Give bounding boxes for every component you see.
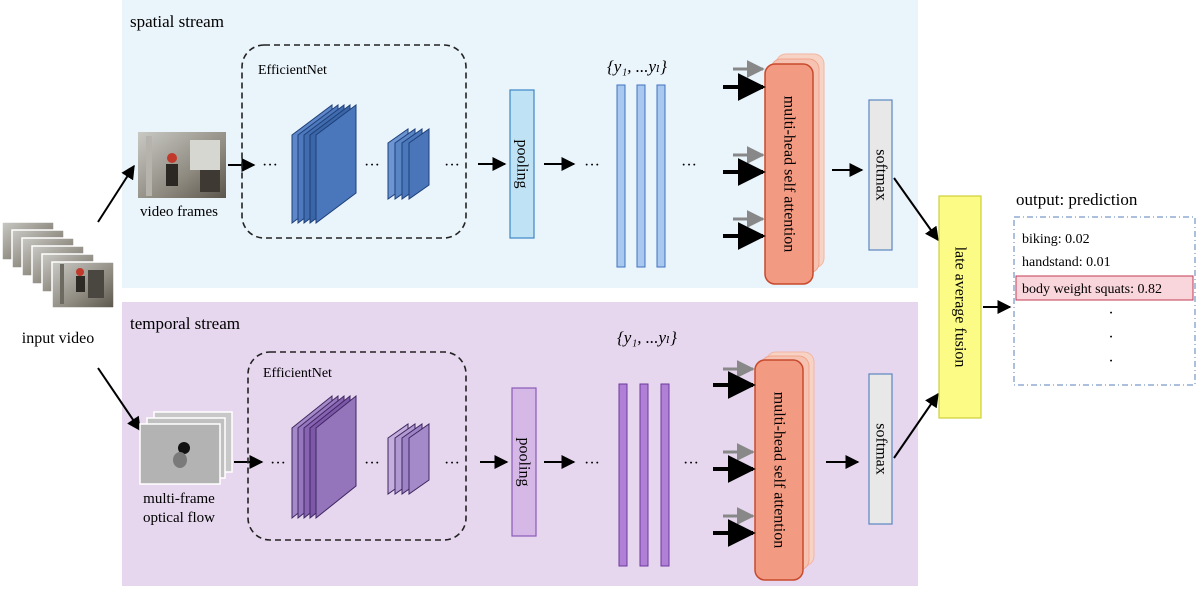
spatial-embedding-bar xyxy=(636,84,646,268)
temporal-embedding-bar xyxy=(660,383,670,567)
temporal-feature-maps-large xyxy=(291,394,357,520)
spatial-efficientnet-box xyxy=(241,44,467,239)
temporal-feature-maps-small xyxy=(387,423,430,495)
temporal-embedding-bar xyxy=(618,383,628,567)
optical-flow-label-line1: multi-frame xyxy=(143,491,215,507)
spatial-pooling-label: pooling xyxy=(514,140,531,189)
spatial-feature-maps-small xyxy=(387,128,430,200)
video-frames-label: video frames xyxy=(140,204,218,220)
prediction-highlight xyxy=(1015,275,1194,301)
temporal-attention-label: multi-head self attention xyxy=(771,392,788,548)
temporal-efficientnet-box xyxy=(247,351,467,541)
output-title: output: prediction xyxy=(1016,190,1138,209)
temporal-embedding-bar xyxy=(639,383,649,567)
spatial-efficientnet-label: EfficientNet xyxy=(258,63,327,78)
temporal-ellipsis-5: ··· xyxy=(683,455,699,472)
temporal-softmax-label: softmax xyxy=(873,423,890,475)
spatial-ellipsis-3: ··· xyxy=(444,157,460,174)
more-predictions-dot: · xyxy=(1108,353,1113,370)
spatial-ellipsis-2: ··· xyxy=(364,157,380,174)
more-predictions-dot: · xyxy=(1108,329,1113,346)
temporal-efficientnet-label: EfficientNet xyxy=(263,366,332,381)
temporal-attention-input-arrows xyxy=(713,360,756,547)
temporal-ellipsis-4: ··· xyxy=(584,455,600,472)
spatial-attention-input-arrows xyxy=(723,60,766,250)
spatial-embedding-set-label: {y₁, ...yₗ} xyxy=(607,57,667,76)
spatial-ellipsis-1: ··· xyxy=(262,157,278,174)
late-average-fusion-label: late average fusion xyxy=(952,247,969,368)
temporal-pooling-box xyxy=(511,387,537,537)
optical-flow-label-line2: optical flow xyxy=(143,510,215,526)
late-average-fusion-box xyxy=(938,195,982,419)
spatial-attention-label: multi-head self attention xyxy=(781,96,798,252)
temporal-ellipsis-2: ··· xyxy=(364,455,380,472)
spatial-softmax-box xyxy=(868,99,893,251)
temporal-stream-title: temporal stream xyxy=(130,314,240,333)
spatial-feature-maps-large xyxy=(291,104,357,224)
spatial-stream-title: spatial stream xyxy=(130,12,224,31)
temporal-pooling-label: pooling xyxy=(516,438,533,487)
optical-flow-image xyxy=(139,411,233,485)
input-video-frames xyxy=(1,221,115,309)
temporal-softmax-box xyxy=(868,373,893,525)
prediction-item: biking: 0.02 xyxy=(1022,232,1090,247)
spatial-ellipsis-4: ··· xyxy=(584,157,600,174)
spatial-pooling-box xyxy=(509,89,535,239)
output-box xyxy=(1013,216,1196,386)
prediction-item: handstand: 0.01 xyxy=(1022,255,1111,270)
temporal-ellipsis-3: ··· xyxy=(444,455,460,472)
prediction-item-highlighted: body weight squats: 0.82 xyxy=(1022,282,1162,297)
spatial-ellipsis-5: ··· xyxy=(681,157,697,174)
spatial-softmax-label: softmax xyxy=(873,149,890,201)
spatial-embedding-bar xyxy=(616,84,626,268)
temporal-embedding-set-label: {y₁, ...yₗ} xyxy=(617,328,677,347)
spatial-embedding-bar xyxy=(656,84,666,268)
video-frame-image xyxy=(138,132,226,198)
input-video-label: input video xyxy=(22,330,94,347)
temporal-ellipsis-1: ··· xyxy=(270,455,286,472)
more-predictions-dot: · xyxy=(1108,305,1113,322)
